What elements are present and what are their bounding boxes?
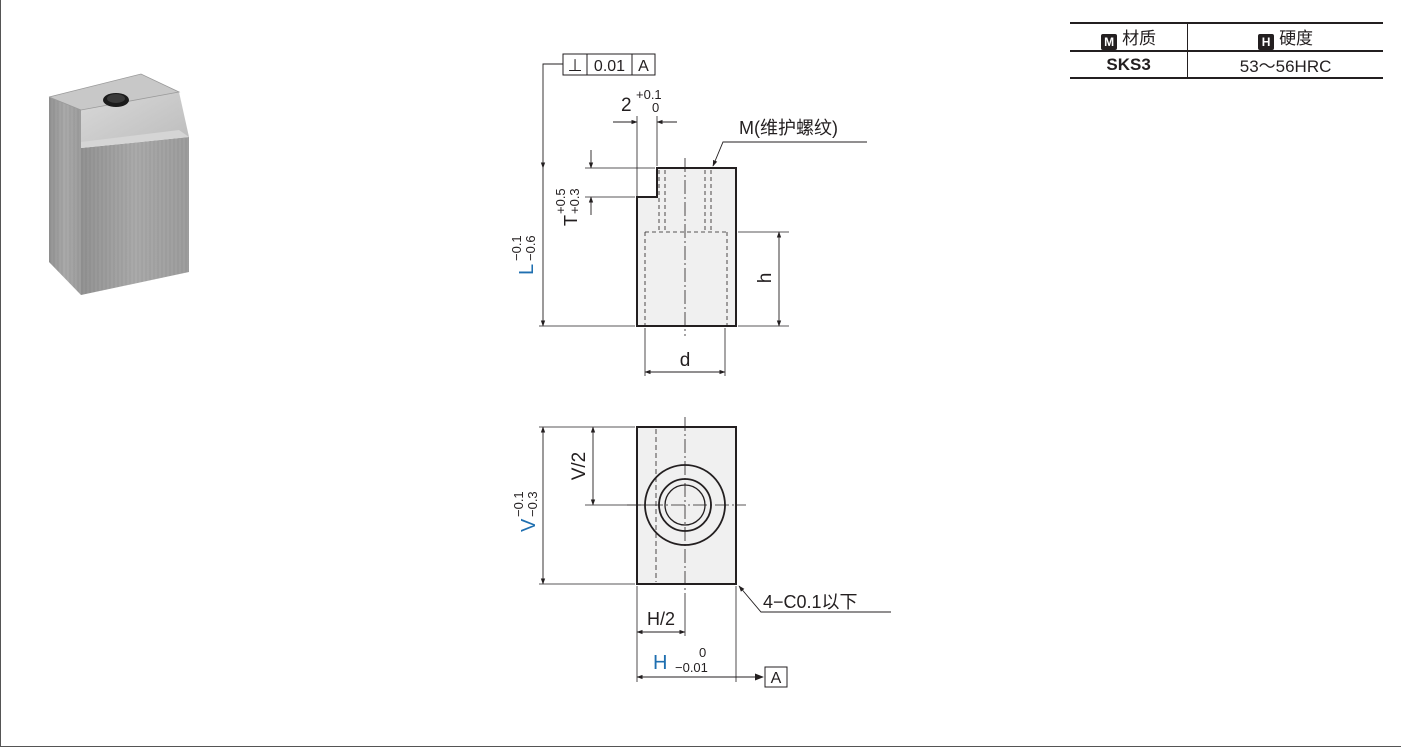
- front-view-outline: [636, 167, 737, 327]
- width-V-label: V −0.1 −0.3: [511, 491, 540, 532]
- svg-text:+0.3: +0.3: [567, 188, 582, 214]
- svg-text:+0.5: +0.5: [553, 188, 568, 214]
- length-L-label: L −0.1 −0.6: [509, 235, 538, 275]
- front-extension-lines: [539, 116, 789, 376]
- svg-text:0: 0: [699, 645, 706, 660]
- tolerance-frame: ⊥ 0.01 A: [562, 53, 656, 76]
- half-V-label: V/2: [569, 452, 590, 481]
- chamfer-note: 4−C0.1以下: [763, 592, 858, 612]
- hardness-header-label: 硬度: [1279, 29, 1314, 48]
- svg-text:−0.1: −0.1: [509, 235, 524, 261]
- front-view: [539, 63, 867, 376]
- top-dimension-lines: [540, 426, 736, 680]
- top-extension-lines: [539, 426, 737, 682]
- svg-text:−0.1: −0.1: [511, 491, 526, 517]
- material-header-label: 材质: [1122, 29, 1157, 48]
- hardness-icon: H: [1258, 34, 1275, 50]
- product-photo: [48, 73, 189, 295]
- top-view-outline: [636, 426, 737, 585]
- tolerance-leader: [542, 63, 563, 70]
- thread-major-circle: [658, 478, 712, 532]
- thread-hidden-lines: [644, 170, 728, 326]
- thread-note-leader: [712, 141, 867, 167]
- table-row: SKS3 53～56HRC: [1070, 51, 1383, 78]
- svg-text:V: V: [518, 518, 540, 532]
- half-H-label: H/2: [647, 609, 675, 629]
- hardness-value: 53～56HRC: [1187, 51, 1383, 78]
- svg-text:A: A: [771, 670, 782, 687]
- svg-text:T: T: [561, 215, 581, 226]
- svg-text:L: L: [516, 264, 538, 275]
- height-h-label: h: [755, 273, 776, 284]
- thread-minor-circle: [664, 484, 706, 526]
- svg-text:H: H: [653, 652, 667, 674]
- front-dimension-lines: [540, 70, 782, 375]
- perpendicularity-icon: ⊥: [568, 56, 583, 75]
- material-value: SKS3: [1106, 54, 1151, 74]
- svg-text:−0.3: −0.3: [525, 491, 540, 517]
- tolerance-value: 0.01: [594, 58, 625, 75]
- datum-box: A: [764, 666, 788, 688]
- step-width-nominal: 2: [621, 95, 632, 116]
- tolerance-datum: A: [638, 58, 649, 75]
- photo-ledge: [81, 130, 189, 148]
- svg-text:−0.6: −0.6: [523, 235, 538, 261]
- depth-T-label: T +0.5 +0.3: [553, 188, 582, 226]
- photo-top-face: [49, 74, 179, 110]
- thread-note: M(维护螺纹): [739, 118, 838, 138]
- svg-text:−0.01: −0.01: [675, 660, 708, 675]
- step-width-lower: 0: [652, 100, 659, 115]
- chamfer-leader: [738, 585, 891, 613]
- material-icon: M: [1101, 34, 1118, 50]
- width-H-label: H 0 −0.01: [653, 645, 708, 675]
- top-view: [539, 417, 891, 682]
- width-d-label: d: [680, 350, 691, 371]
- step-width-upper: +0.1: [636, 87, 662, 102]
